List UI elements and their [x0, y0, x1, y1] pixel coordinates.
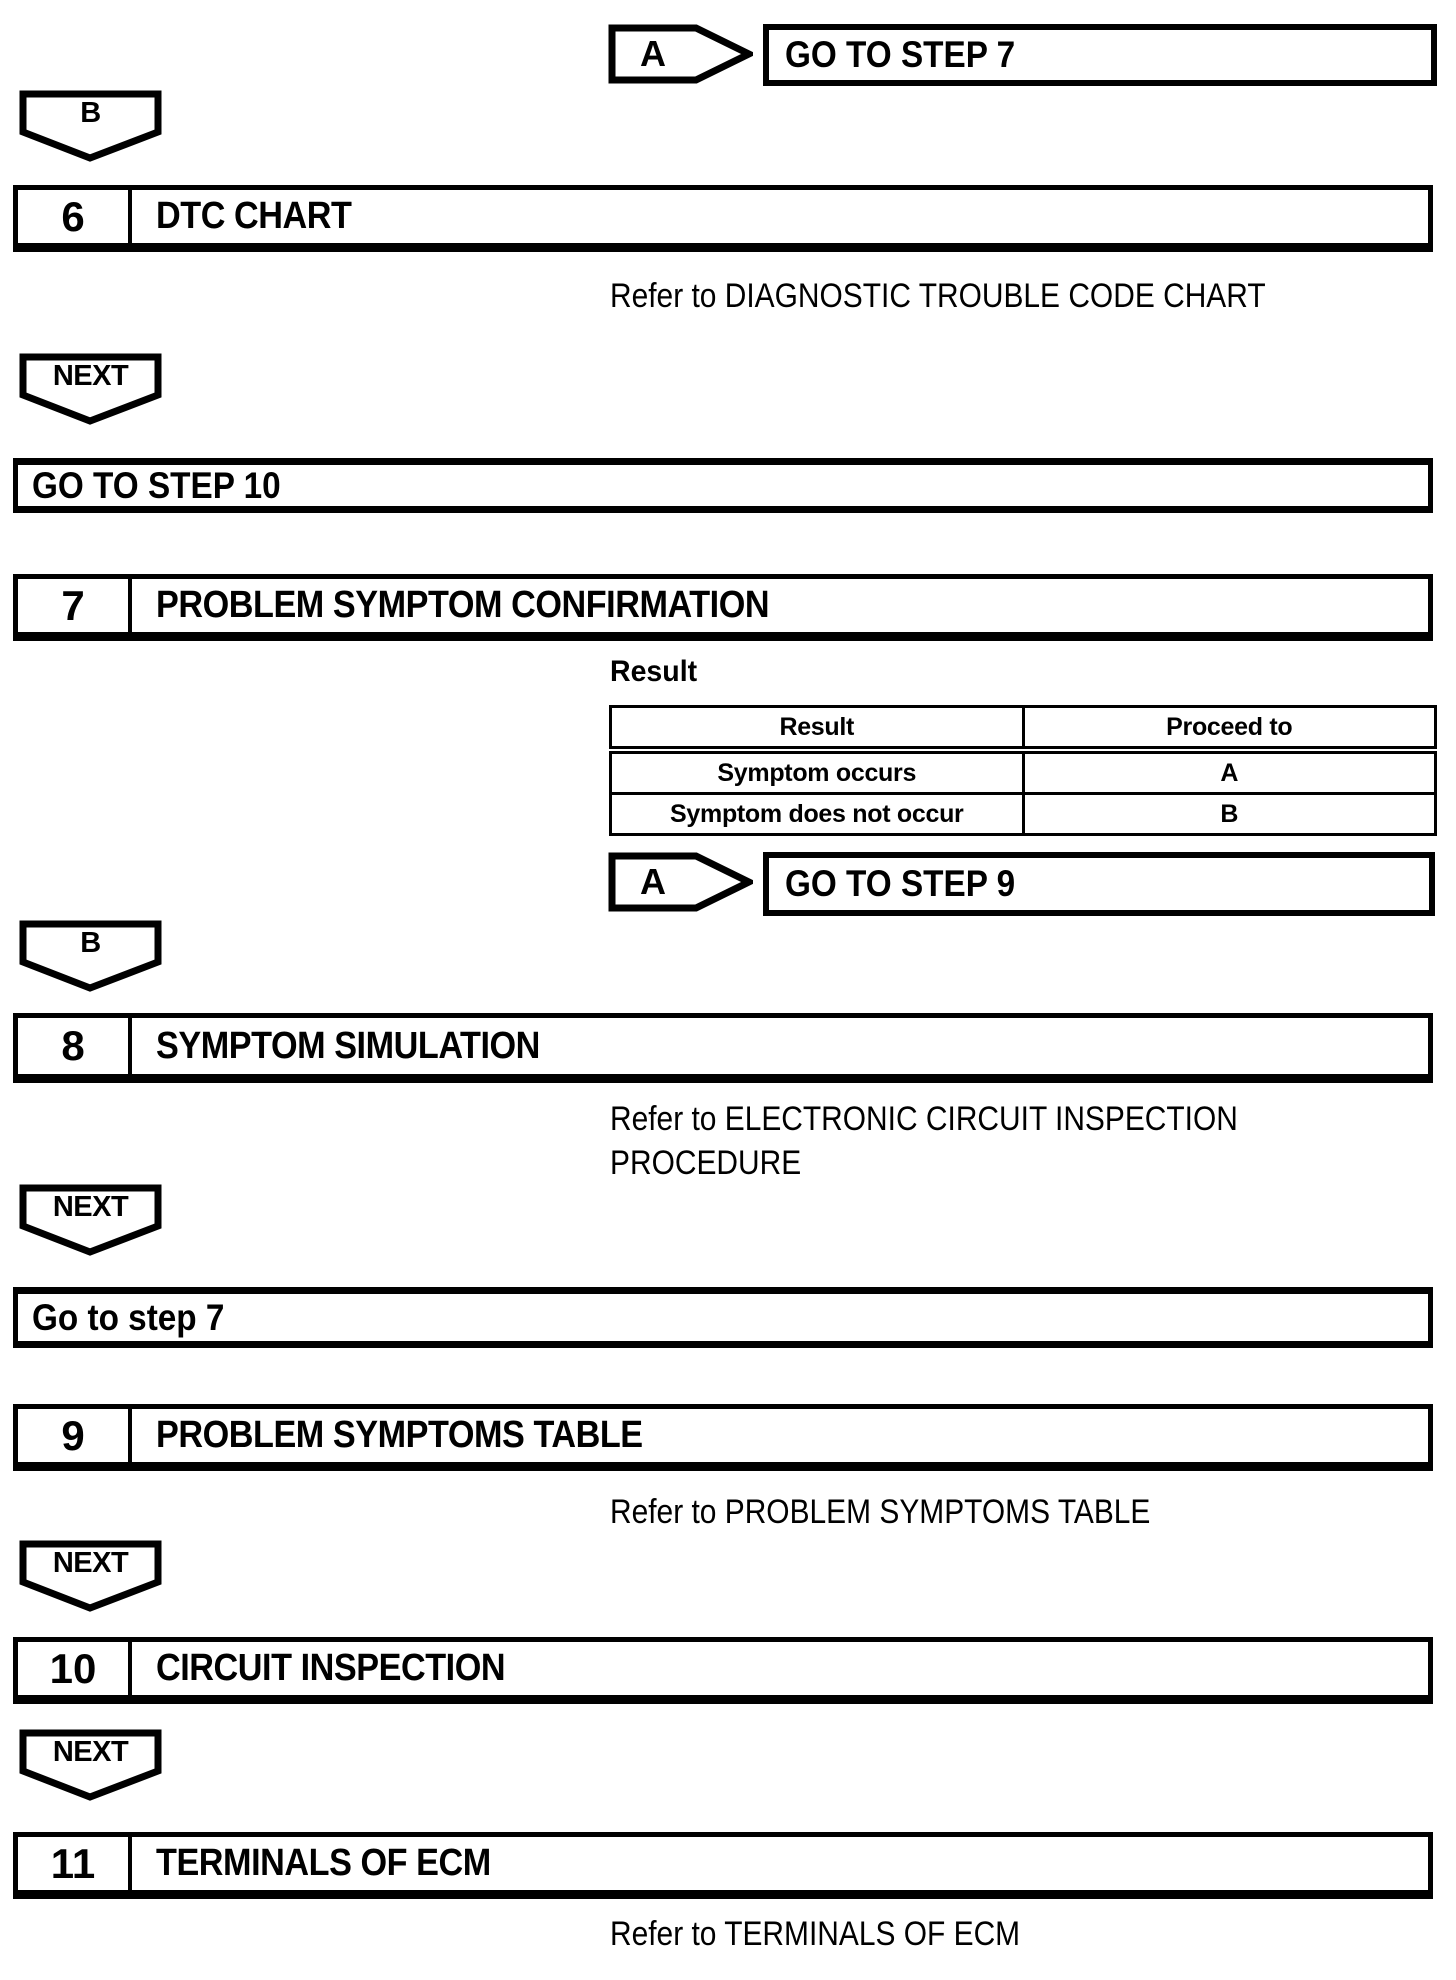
goto-step-7-action-box: Go to step 7	[13, 1287, 1433, 1348]
step-11-number: 11	[18, 1837, 132, 1890]
step-9-number: 9	[18, 1409, 132, 1462]
result-heading: Result	[610, 655, 698, 688]
step-7-number: 7	[18, 579, 132, 632]
goto-step-10-box: GO TO STEP 10	[13, 458, 1433, 513]
result-table-header-row: Result Proceed to	[609, 705, 1437, 754]
down-pentagon-shape	[19, 1540, 162, 1612]
proceed-to-column-header: Proceed to	[1021, 705, 1437, 754]
connector-a-label: A	[640, 33, 666, 74]
result-table: Result Proceed to Symptom occurs A Sympt…	[609, 705, 1437, 836]
step-8-note-line-2: PROCEDURE	[610, 1144, 802, 1182]
step-7-header: 7 PROBLEM SYMPTOM CONFIRMATION	[13, 574, 1433, 641]
step-8-title-text: SYMPTOM SIMULATION	[156, 1024, 540, 1067]
step-9-title: PROBLEM SYMPTOMS TABLE	[132, 1409, 1428, 1462]
next-tag-3: NEXT	[19, 1540, 162, 1612]
step-10-title: CIRCUIT INSPECTION	[132, 1642, 1428, 1695]
result-cell: Symptom occurs	[609, 748, 1025, 795]
offpage-connector-a-1: A	[608, 24, 753, 84]
goto-step-7-action-text: Go to step 7	[32, 1296, 225, 1338]
step-7-title-text: PROBLEM SYMPTOM CONFIRMATION	[156, 584, 770, 626]
connector-a-label: A	[640, 861, 666, 902]
step-10-title-text: CIRCUIT INSPECTION	[156, 1647, 506, 1689]
down-pentagon-shape	[19, 353, 162, 425]
proceed-cell: A	[1021, 748, 1437, 795]
step-9-title-text: PROBLEM SYMPTOMS TABLE	[156, 1414, 643, 1456]
offpage-connector-a-2: A	[608, 852, 753, 912]
step-8-note: Refer to ELECTRONIC CIRCUIT INSPECTION P…	[610, 1097, 1238, 1185]
goto-step-9-box: GO TO STEP 9	[763, 852, 1435, 916]
step-6-title-text: DTC CHART	[156, 195, 352, 237]
offpage-tag-b-2: B	[19, 920, 162, 992]
down-pentagon-shape	[19, 1729, 162, 1801]
tag-b-label: B	[80, 96, 101, 129]
step-9-note: Refer to PROBLEM SYMPTOMS TABLE	[610, 1493, 1151, 1531]
down-pentagon-shape	[19, 90, 162, 162]
step-6-number: 6	[18, 190, 132, 243]
tag-b-label: B	[80, 926, 101, 959]
next-tag-2: NEXT	[19, 1184, 162, 1256]
step-8-number: 8	[18, 1018, 132, 1074]
result-column-header: Result	[609, 705, 1025, 754]
goto-step-10-text: GO TO STEP 10	[32, 464, 281, 506]
down-pentagon-shape	[19, 920, 162, 992]
next-label: NEXT	[52, 1735, 129, 1768]
step-8-title: SYMPTOM SIMULATION	[132, 1018, 1428, 1074]
right-pentagon-shape	[608, 852, 753, 912]
step-11-header: 11 TERMINALS OF ECM	[13, 1832, 1433, 1899]
goto-step-9-text: GO TO STEP 9	[785, 863, 1016, 904]
next-tag-1: NEXT	[19, 353, 162, 425]
step-6-title: DTC CHART	[132, 190, 1428, 243]
goto-step-7-box: GO TO STEP 7	[763, 24, 1437, 86]
right-pentagon-shape	[608, 24, 753, 84]
goto-step-7-text: GO TO STEP 7	[785, 34, 1016, 75]
table-row: Symptom does not occur B	[609, 792, 1437, 836]
step-6-header: 6 DTC CHART	[13, 185, 1433, 252]
offpage-tag-b-1: B	[19, 90, 162, 162]
step-9-header: 9 PROBLEM SYMPTOMS TABLE	[13, 1404, 1433, 1471]
next-label: NEXT	[52, 1546, 129, 1579]
table-row: Symptom occurs A	[609, 748, 1437, 795]
step-11-title-text: TERMINALS OF ECM	[156, 1842, 491, 1884]
step-11-note: Refer to TERMINALS OF ECM	[610, 1915, 1021, 1953]
down-pentagon-shape	[19, 1184, 162, 1256]
step-7-title: PROBLEM SYMPTOM CONFIRMATION	[132, 579, 1428, 632]
step-6-note: Refer to DIAGNOSTIC TROUBLE CODE CHART	[610, 277, 1266, 315]
step-11-title: TERMINALS OF ECM	[132, 1837, 1428, 1890]
step-8-header: 8 SYMPTOM SIMULATION	[13, 1013, 1433, 1083]
next-label: NEXT	[52, 359, 129, 392]
result-cell: Symptom does not occur	[609, 792, 1025, 836]
next-label: NEXT	[52, 1190, 129, 1223]
proceed-cell: B	[1021, 792, 1437, 836]
next-tag-4: NEXT	[19, 1729, 162, 1801]
step-8-note-line-1: Refer to ELECTRONIC CIRCUIT INSPECTION	[610, 1100, 1238, 1138]
step-10-header: 10 CIRCUIT INSPECTION	[13, 1637, 1433, 1704]
step-10-number: 10	[18, 1642, 132, 1695]
